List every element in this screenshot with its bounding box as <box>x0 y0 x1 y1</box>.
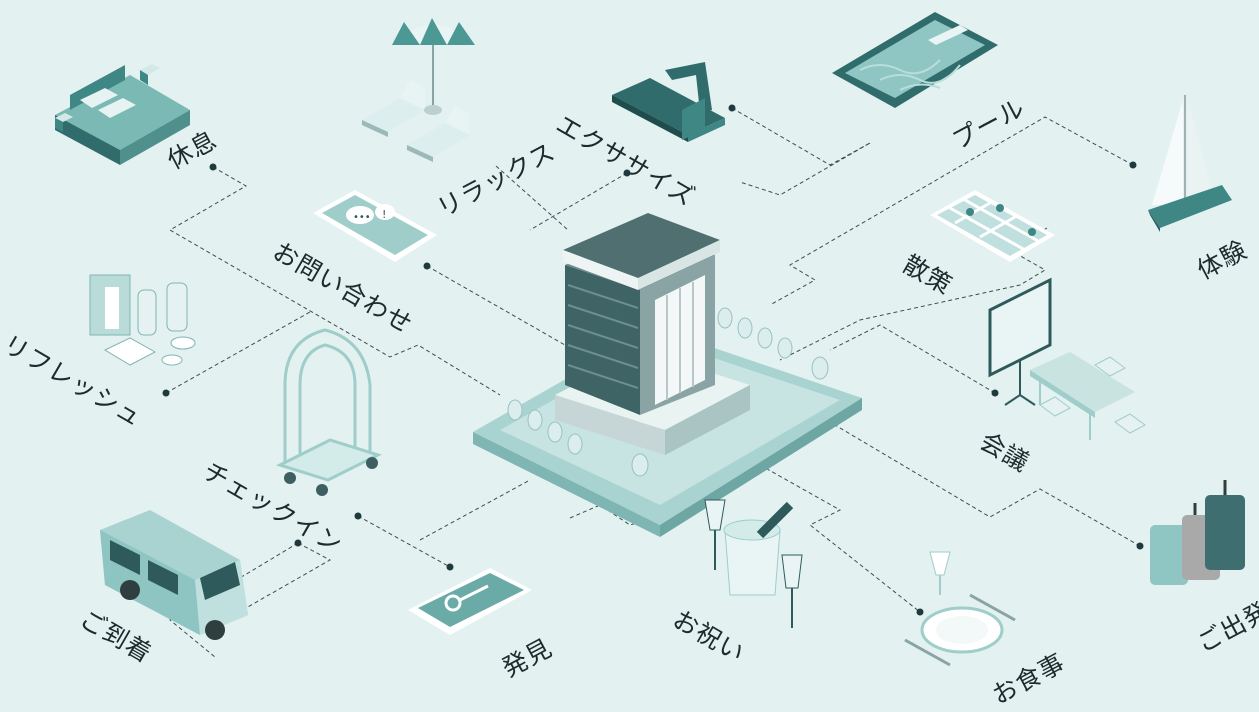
beach-umbrella-icon <box>362 18 475 162</box>
svg-text:•••: ••• <box>353 212 371 223</box>
illustration-canvas: ••• ! <box>55 12 1245 667</box>
treadmill-icon <box>612 62 725 142</box>
van-icon <box>100 510 248 640</box>
pool-icon <box>832 12 998 108</box>
suitcases-icon <box>1150 480 1245 585</box>
svg-text:!: ! <box>382 208 386 221</box>
projector-screen-icon <box>988 277 1052 406</box>
dinner-plate-icon <box>904 551 1016 667</box>
smartphone-key-icon <box>408 568 532 635</box>
bed-icon <box>55 64 190 165</box>
smartphone-chat-icon: ••• ! <box>313 190 437 262</box>
toiletries-icon <box>89 274 196 366</box>
hotel-building-icon <box>473 213 862 537</box>
luggage-cart-icon <box>276 328 382 496</box>
champagne-bucket-icon <box>704 499 803 628</box>
hotel-journey-diagram: ••• ! <box>0 12 1259 710</box>
city-map-icon <box>930 190 1055 262</box>
sailboat-icon <box>1148 95 1232 232</box>
connector-dots <box>162 104 1144 616</box>
meeting-table-icon <box>1030 352 1146 440</box>
